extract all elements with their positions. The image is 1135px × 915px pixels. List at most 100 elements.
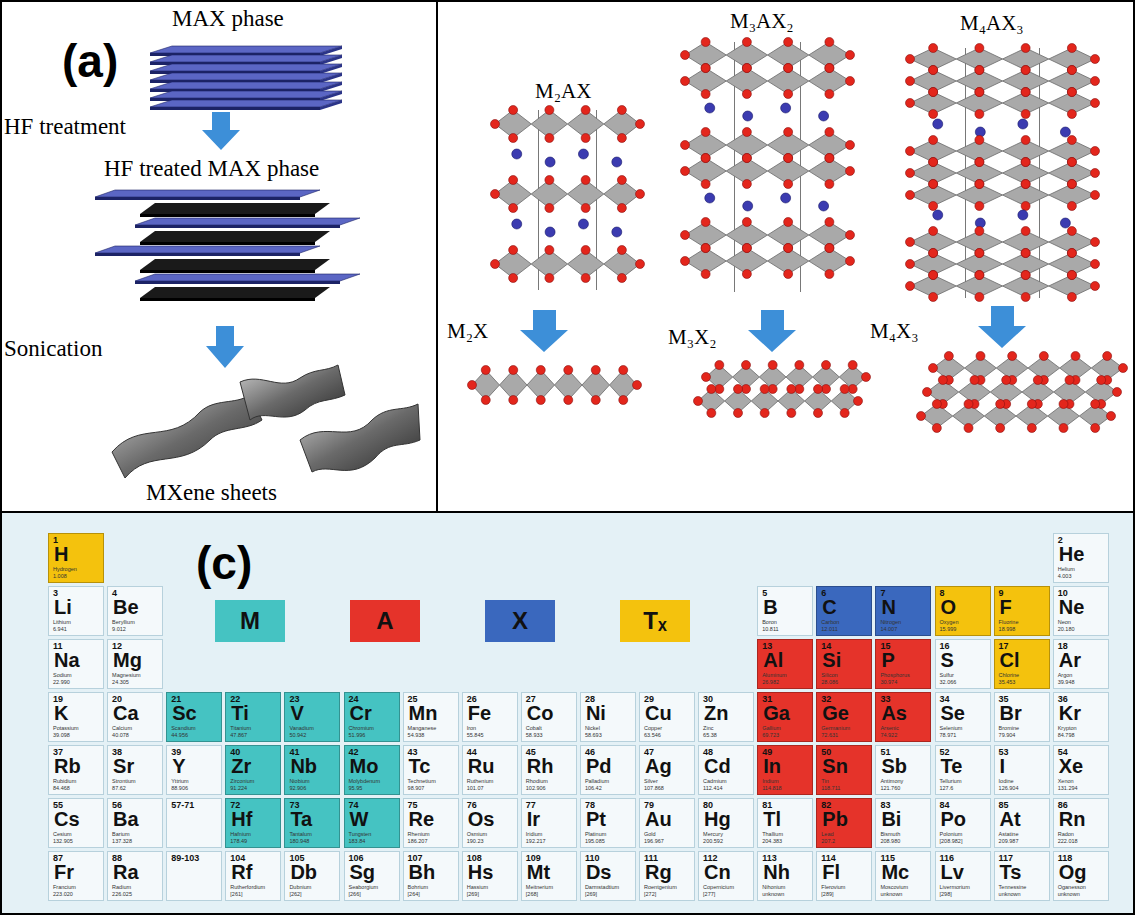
- x-atom: [825, 154, 834, 163]
- atomic-mass: 32.066: [940, 679, 957, 686]
- x-atom: [822, 385, 831, 394]
- x-atom: [734, 385, 743, 394]
- x-atom: [509, 176, 518, 185]
- max-layer-edge: [320, 91, 342, 101]
- element-cell: 109MtMeitnerium[268]: [521, 851, 577, 901]
- x-atom: [1008, 352, 1017, 361]
- atomic-mass: 88.906: [171, 785, 188, 792]
- element-symbol: Os: [468, 808, 495, 830]
- x-atom: [701, 270, 710, 279]
- x-atom: [491, 260, 500, 269]
- x-atom: [825, 270, 834, 279]
- atomic-mass: 200.592: [703, 838, 723, 845]
- atomic-mass: 183.84: [349, 838, 366, 845]
- x-atom: [784, 128, 793, 137]
- max-layer: [150, 64, 342, 71]
- atomic-mass: 72.631: [821, 732, 838, 739]
- element-cell: 56BaBarium137.328: [107, 798, 163, 848]
- x-atom: [929, 249, 938, 258]
- x-atom: [715, 385, 724, 394]
- atomic-mass: 39.948: [1058, 679, 1075, 686]
- atomic-mass: 222.018: [1058, 838, 1078, 845]
- treated-sheet-edge: [95, 197, 300, 200]
- max-layer: [150, 46, 342, 53]
- element-name: Bismuth: [880, 831, 900, 838]
- x-atom: [929, 158, 938, 167]
- x-atom: [975, 180, 984, 189]
- element-symbol: Fl: [822, 861, 840, 883]
- x-atom: [970, 376, 979, 385]
- element-name: Xenon: [1058, 778, 1074, 785]
- x-atom: [536, 366, 545, 375]
- element-symbol: Li: [54, 596, 72, 618]
- x-atom: [1021, 271, 1030, 280]
- atomic-mass: 101.07: [467, 785, 484, 792]
- a-atom: [781, 103, 791, 113]
- element-symbol: Sg: [350, 861, 376, 883]
- x-atom: [1091, 282, 1100, 291]
- atomic-mass: 186.207: [408, 838, 428, 845]
- x-atom: [1021, 44, 1030, 53]
- atomic-mass: 98.907: [408, 785, 425, 792]
- x-atom: [1091, 424, 1100, 433]
- element-cell: 41NbNiobium92.906: [284, 745, 340, 795]
- atomic-mass: 26.982: [762, 679, 779, 686]
- element-name: Vanadium: [289, 725, 313, 732]
- x-atom: [1091, 169, 1100, 178]
- atomic-mass: 132.905: [53, 838, 73, 845]
- max-layer: [150, 82, 342, 89]
- element-cell: 76OsOsmium190.23: [462, 798, 518, 848]
- element-name: Rhodium: [526, 778, 548, 785]
- element-cell: 47AgSilver107.868: [639, 745, 695, 795]
- element-cell: 84PoPolonium[208.982]: [935, 798, 991, 848]
- x-atom: [1067, 227, 1076, 236]
- x-atom: [701, 180, 710, 189]
- x-atom: [787, 409, 796, 418]
- atomic-mass: [298]: [940, 891, 952, 898]
- element-name: Livermorium: [940, 884, 970, 891]
- element-symbol: Pt: [586, 808, 606, 830]
- x-atom: [1021, 249, 1030, 258]
- x-atom: [846, 231, 855, 240]
- x-atom: [825, 154, 834, 163]
- element-name: Rubidium: [53, 778, 76, 785]
- element-name: Krypton: [1058, 725, 1077, 732]
- element-name: Germanium: [821, 725, 850, 732]
- x-atom: [1033, 376, 1042, 385]
- atomic-mass: 127.6: [940, 785, 954, 792]
- element-name: Antimony: [880, 778, 903, 785]
- element-cell: 78PtPlatinum195.085: [580, 798, 636, 848]
- treated-block: [140, 287, 330, 298]
- stage-label: Sonication: [4, 336, 102, 361]
- atomic-mass: 15.999: [940, 626, 957, 633]
- element-cell: 7NNitrogen14.007: [875, 586, 931, 636]
- element-symbol: Og: [1059, 861, 1087, 883]
- x-atom: [975, 66, 984, 75]
- element-symbol: Y: [172, 755, 185, 777]
- element-cell: 26FeIron55.845: [462, 692, 518, 742]
- element-name: Yttrium: [171, 778, 188, 785]
- element-symbol: Rg: [645, 861, 672, 883]
- atomic-mass: [264]: [408, 891, 420, 898]
- x-atom: [619, 366, 628, 375]
- element-symbol: S: [941, 649, 954, 671]
- element-symbol: Rb: [54, 755, 81, 777]
- treated-sheet: [135, 218, 360, 225]
- x-atom: [1021, 88, 1030, 97]
- legend-text: X: [512, 607, 528, 635]
- atomic-mass: 9.012: [112, 626, 126, 633]
- element-symbol: Cd: [704, 755, 731, 777]
- element-cell: 6CCarbon12.011: [816, 586, 872, 636]
- element-symbol: H: [54, 543, 68, 565]
- atomic-mass: 55.845: [467, 732, 484, 739]
- x-atom: [681, 167, 690, 176]
- atomic-mass: 121.760: [880, 785, 900, 792]
- x-atom: [636, 260, 645, 269]
- a-atom: [578, 149, 588, 159]
- element-cell: 14SiSilicon28.086: [816, 639, 872, 689]
- element-cell: 9FFluorine18.998: [994, 586, 1050, 636]
- a-atom: [1018, 119, 1028, 129]
- x-atom: [715, 361, 724, 370]
- x-atom: [581, 176, 590, 185]
- element-symbol: Xe: [1059, 755, 1083, 777]
